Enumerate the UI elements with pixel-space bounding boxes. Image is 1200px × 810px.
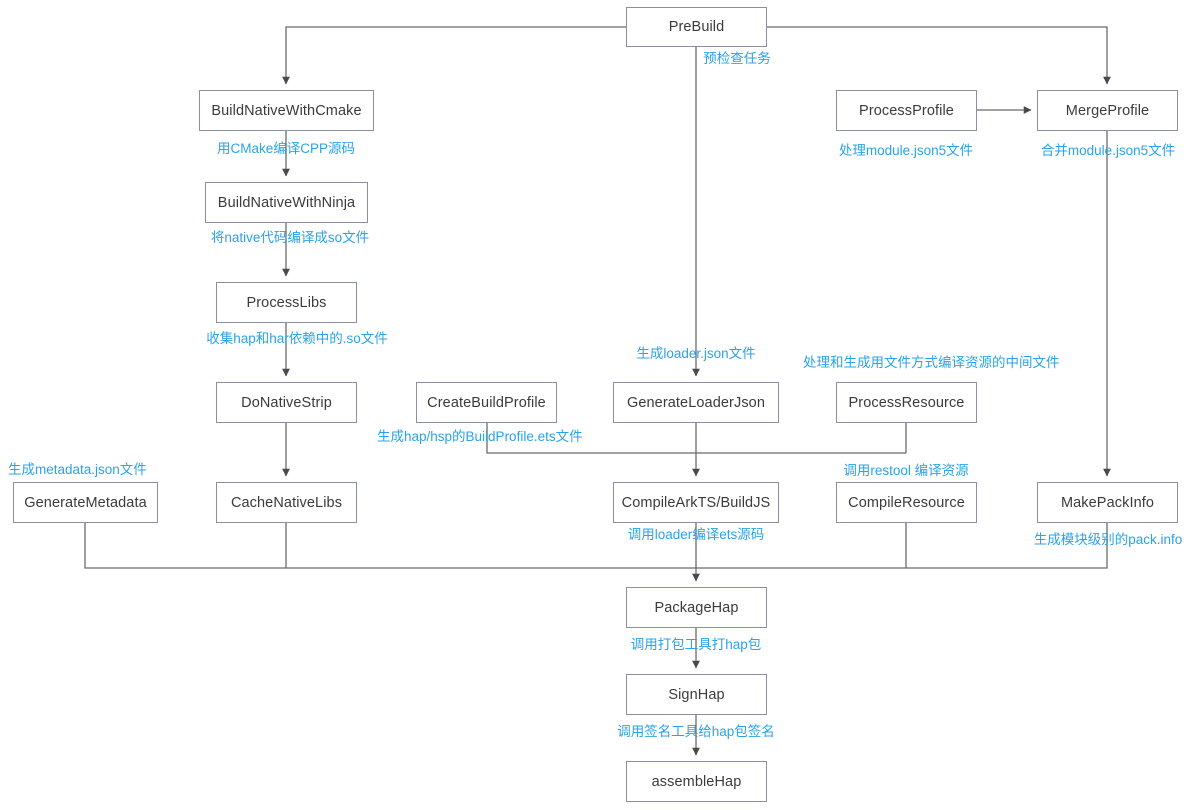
node-signhap[interactable]: SignHap bbox=[626, 674, 767, 715]
node-assemblehap[interactable]: assembleHap bbox=[626, 761, 767, 802]
edge-label-lbl-compilearkts: 调用loader编译ets源码 bbox=[627, 527, 765, 542]
node-label: ProcessProfile bbox=[859, 102, 954, 119]
node-processprofile[interactable]: ProcessProfile bbox=[836, 90, 977, 131]
edge-label-lbl-restool: 调用restool 编译资源 bbox=[843, 463, 969, 478]
node-label: BuildNativeWithCmake bbox=[211, 102, 362, 119]
edge-label-lbl-buildprofile: 生成hap/hsp的BuildProfile.ets文件 bbox=[377, 429, 583, 444]
node-label: PackageHap bbox=[654, 599, 739, 616]
node-prebuild[interactable]: PreBuild bbox=[626, 7, 767, 47]
node-generateloaderjson[interactable]: GenerateLoaderJson bbox=[613, 382, 779, 423]
edge-label-lbl-cmake: 用CMake编译CPP源码 bbox=[216, 141, 356, 156]
node-cachenativelibs[interactable]: CacheNativeLibs bbox=[216, 482, 357, 523]
node-label: SignHap bbox=[668, 686, 725, 703]
edge-label-lbl-processresource: 处理和生成用文件方式编译资源的中间文件 bbox=[803, 355, 1060, 370]
node-makepackinfo[interactable]: MakePackInfo bbox=[1037, 482, 1178, 523]
node-label: CompileArkTS/BuildJS bbox=[621, 494, 771, 511]
node-compilearkts[interactable]: CompileArkTS/BuildJS bbox=[613, 482, 779, 523]
edge-label-lbl-processlibs: 收集hap和har依赖中的.so文件 bbox=[206, 331, 388, 346]
node-label: CacheNativeLibs bbox=[230, 494, 343, 511]
edge-label-lbl-prebuild: 预检查任务 bbox=[703, 51, 771, 66]
node-processlibs[interactable]: ProcessLibs bbox=[216, 282, 357, 323]
node-donativestrip[interactable]: DoNativeStrip bbox=[216, 382, 357, 423]
node-label: ProcessResource bbox=[848, 394, 965, 411]
node-label: GenerateLoaderJson bbox=[626, 394, 766, 411]
edge-label-lbl-packinfo: 生成模块级别的pack.info bbox=[1033, 532, 1183, 547]
node-label: MergeProfile bbox=[1065, 102, 1150, 119]
node-mergeprofile[interactable]: MergeProfile bbox=[1037, 90, 1178, 131]
node-label: GenerateMetadata bbox=[24, 494, 147, 511]
node-compileresource[interactable]: CompileResource bbox=[836, 482, 977, 523]
edge-label-lbl-packagehap: 调用打包工具打hap包 bbox=[630, 637, 762, 652]
node-createbuildprofile[interactable]: CreateBuildProfile bbox=[416, 382, 557, 423]
node-label: MakePackInfo bbox=[1060, 494, 1155, 511]
node-label: CompileResource bbox=[848, 494, 965, 511]
node-label: ProcessLibs bbox=[246, 294, 327, 311]
edge-prebuild-to-mergeprofile bbox=[767, 26, 1111, 85]
edge-label-lbl-metadata: 生成metadata.json文件 bbox=[8, 462, 147, 477]
edge-label-lbl-signhap: 调用签名工具给hap包签名 bbox=[617, 724, 775, 739]
node-processresource[interactable]: ProcessResource bbox=[836, 382, 977, 423]
edge-label-lbl-ninja: 将native代码编译成so文件 bbox=[210, 230, 370, 245]
edge-generatemetadata-to-packagehap bbox=[84, 523, 696, 569]
node-label: BuildNativeWithNinja bbox=[217, 194, 356, 211]
node-packagehap[interactable]: PackageHap bbox=[626, 587, 767, 628]
node-buildnativewithninja[interactable]: BuildNativeWithNinja bbox=[205, 182, 368, 223]
node-label: CreateBuildProfile bbox=[427, 394, 546, 411]
edge-label-lbl-mergeprofile: 合并module.json5文件 bbox=[1040, 143, 1176, 158]
node-label: DoNativeStrip bbox=[241, 394, 332, 411]
node-buildnativewithcmake[interactable]: BuildNativeWithCmake bbox=[199, 90, 374, 131]
edge-prebuild-to-buildnativewithcmake bbox=[282, 26, 626, 85]
node-generatemetadata[interactable]: GenerateMetadata bbox=[13, 482, 158, 523]
node-label: assembleHap bbox=[651, 773, 742, 790]
node-label: PreBuild bbox=[668, 19, 725, 35]
edge-label-lbl-processprofile: 处理module.json5文件 bbox=[838, 143, 974, 158]
edge-label-lbl-loaderjson: 生成loader.json文件 bbox=[636, 346, 756, 361]
